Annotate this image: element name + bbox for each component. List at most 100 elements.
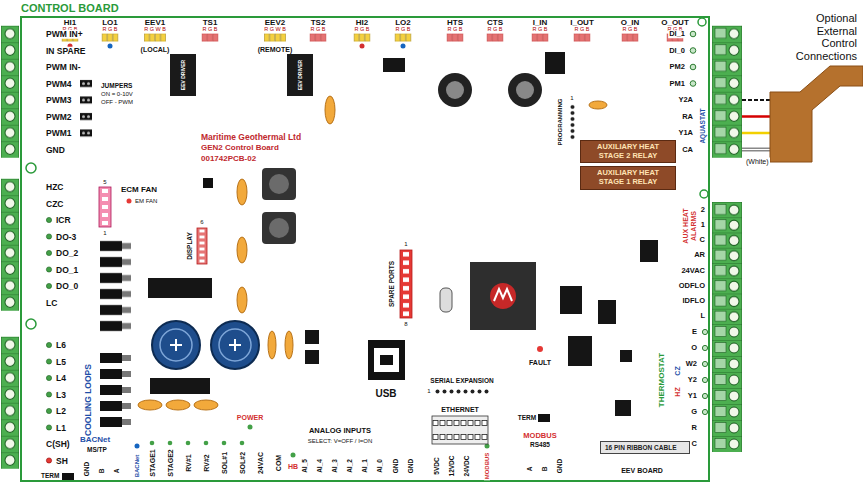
chip bbox=[203, 178, 213, 188]
led-dot bbox=[46, 283, 51, 288]
led-group-label: LO2 bbox=[394, 19, 412, 27]
pin-label: SOL#1 bbox=[221, 451, 228, 475]
led-bar bbox=[102, 34, 119, 42]
pin-label: AR bbox=[693, 252, 706, 260]
capacitor-ring bbox=[160, 329, 192, 361]
pin-label: CA bbox=[681, 146, 694, 154]
led-color-code: R G B bbox=[310, 27, 327, 33]
chip bbox=[383, 58, 405, 72]
led-color-code: R G B bbox=[574, 27, 591, 33]
terminal-block bbox=[1, 26, 19, 158]
bus-label: MS/TP bbox=[86, 447, 108, 454]
led-dot bbox=[46, 408, 51, 413]
chip-marking: EEV DRIVER bbox=[298, 59, 303, 91]
led-label: FAULT bbox=[528, 359, 552, 366]
mount-hole bbox=[26, 163, 36, 173]
pin-label: E bbox=[691, 328, 698, 336]
led-dot bbox=[46, 267, 51, 272]
group-label: AUX HEAT ALARMS bbox=[682, 203, 697, 249]
note: ON = 0-10V bbox=[100, 91, 134, 97]
led-dot bbox=[537, 346, 543, 352]
relay-coil bbox=[508, 73, 542, 107]
led-color-code: R G B bbox=[447, 27, 464, 33]
pin-label: AI_3 bbox=[332, 458, 339, 474]
pin-label: L5 bbox=[55, 357, 67, 366]
usb-port bbox=[368, 340, 405, 380]
led-group-label: O_OUT bbox=[660, 19, 690, 27]
pin-label: C bbox=[699, 236, 706, 244]
led-dot bbox=[702, 361, 707, 366]
led-group-label: HI1 bbox=[63, 19, 77, 27]
led-group-label: LO1 bbox=[101, 19, 119, 27]
pin-label: CZC bbox=[45, 199, 64, 208]
pin-label: B bbox=[99, 468, 106, 475]
terminal-block bbox=[712, 202, 742, 324]
led-bar bbox=[574, 34, 591, 42]
programming-header bbox=[569, 104, 576, 140]
note: JUMPERS bbox=[100, 83, 133, 90]
electrolytic-capacitor bbox=[152, 321, 200, 369]
led-group-label: HI2 bbox=[355, 19, 369, 27]
maker-logo bbox=[490, 283, 516, 309]
pin-label: 24VDC bbox=[464, 455, 471, 478]
pin-label: 24VAC bbox=[257, 451, 264, 475]
pin-label: 2 bbox=[700, 206, 706, 214]
pin-label: SH bbox=[55, 456, 69, 465]
switch-number: 8 bbox=[403, 321, 408, 327]
pin-label: A bbox=[114, 468, 121, 475]
pin-label: AI_4 bbox=[317, 458, 324, 474]
led-group-label: TS2 bbox=[310, 19, 327, 27]
wire-color: (White) bbox=[745, 158, 770, 165]
pin-label: G bbox=[690, 408, 698, 416]
led-dot bbox=[702, 329, 707, 334]
led-dot bbox=[360, 44, 365, 49]
led-dot bbox=[222, 441, 227, 446]
chip bbox=[620, 350, 632, 362]
group-label: ANALOG INPUTS bbox=[308, 427, 372, 435]
relay-coil bbox=[438, 73, 472, 107]
switch-number: 1 bbox=[403, 241, 408, 247]
led-bar bbox=[354, 34, 371, 42]
capacitor bbox=[237, 287, 247, 313]
led-dot bbox=[108, 44, 113, 49]
note: OFF - PWM bbox=[100, 99, 134, 105]
pin-label: C bbox=[691, 440, 698, 448]
maker-logo-mark bbox=[494, 289, 512, 301]
ethernet-header bbox=[432, 416, 488, 444]
led-dot bbox=[46, 342, 51, 347]
pin-label: DI_1 bbox=[668, 30, 686, 38]
pin-label: PWM1 bbox=[45, 129, 73, 138]
led-dot bbox=[702, 393, 707, 398]
led-dot bbox=[135, 444, 140, 449]
pin-label: O bbox=[690, 344, 698, 352]
led-bar bbox=[264, 34, 286, 42]
pin-label: GND bbox=[84, 461, 91, 477]
led-group-label: I_OUT bbox=[569, 19, 595, 27]
capacitor-ring bbox=[219, 329, 251, 361]
led-dot bbox=[46, 217, 51, 222]
dip-switch bbox=[99, 187, 111, 227]
pin-label: PM2 bbox=[669, 63, 686, 71]
pin-label: 12VDC bbox=[449, 455, 456, 478]
capacitor bbox=[166, 400, 190, 410]
relay-box: AUXILIARY HEAT STAGE 2 RELAY bbox=[580, 140, 676, 163]
pin-label: PWM2 bbox=[45, 112, 73, 121]
pin-label: 1 bbox=[700, 221, 706, 229]
pin-label: AI_0 bbox=[377, 458, 384, 474]
led-bar bbox=[202, 34, 219, 42]
chip bbox=[568, 336, 592, 366]
pin-label: AI_1 bbox=[362, 458, 369, 474]
usb-port-inner bbox=[374, 348, 399, 372]
pin-label: RV#2 bbox=[203, 453, 210, 472]
terminal-block bbox=[712, 26, 742, 158]
led-label: HB bbox=[287, 463, 299, 470]
led-dot bbox=[46, 359, 51, 364]
pin-label: L6 bbox=[55, 341, 67, 350]
switch-label: SPARE PORTS bbox=[389, 260, 396, 308]
chip bbox=[150, 378, 210, 394]
group-label: AQUASTAT bbox=[700, 107, 707, 144]
dip-levers bbox=[99, 187, 111, 227]
led-group-label: TS1 bbox=[202, 19, 219, 27]
pin-label: SOL#2 bbox=[239, 451, 246, 475]
pin-label: RA bbox=[681, 113, 694, 121]
